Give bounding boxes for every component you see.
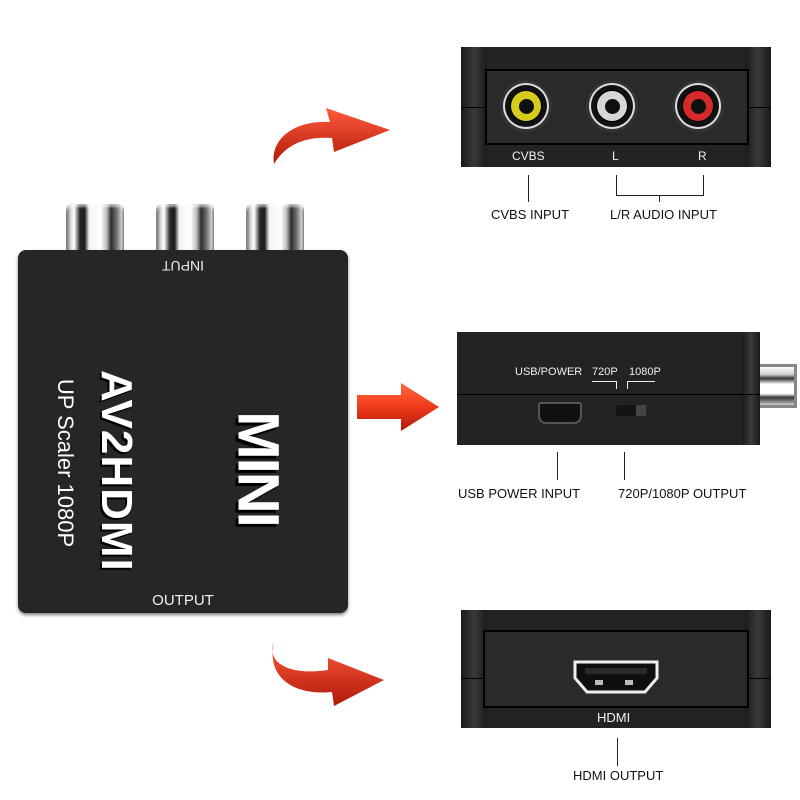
output-label: OUTPUT	[152, 592, 214, 609]
subtitle: UP Scaler 1080P	[53, 378, 78, 548]
usb-switch-panel: USB/POWER 720P 1080P	[457, 332, 760, 445]
av2hdmi-converter: INPUT AV2HDMI UP Scaler 1080P MINI OUTPU…	[18, 250, 348, 613]
cvbs-port	[503, 83, 549, 129]
r-label: R	[698, 149, 707, 163]
switch-720p-label: 720P	[592, 366, 618, 378]
model-name: MINI	[225, 411, 291, 526]
rca-jack-1	[66, 204, 124, 254]
switch-1080p-label: 1080P	[629, 366, 661, 378]
hdmi-output-caption: HDMI OUTPUT	[573, 768, 664, 783]
hdmi-label: HDMI	[597, 710, 631, 725]
audio-left-port	[589, 83, 635, 129]
mini-usb-port	[538, 402, 582, 424]
l-label: L	[612, 149, 619, 163]
input-label: INPUT	[162, 258, 204, 274]
rca-input-panel: CVBS L R	[461, 47, 771, 167]
usb-power-input-caption: USB POWER INPUT	[458, 486, 581, 501]
cvbs-input-caption: CVBS INPUT	[491, 207, 570, 222]
rca-jack-side	[758, 364, 797, 408]
brand-title: AV2HDMI	[92, 370, 141, 572]
hdmi-output-panel: HDMI	[461, 610, 771, 728]
usb-power-label: USB/POWER	[515, 366, 583, 378]
rca-jack-2	[156, 204, 214, 254]
rca-jack-3	[246, 204, 304, 254]
hdmi-port-icon	[573, 660, 659, 694]
curved-arrow-down-icon	[272, 642, 384, 706]
resolution-output-caption: 720P/1080P OUTPUT	[618, 486, 747, 501]
cvbs-label: CVBS	[512, 149, 545, 163]
curved-arrow-up-icon	[273, 108, 390, 164]
resolution-switch[interactable]	[616, 405, 646, 416]
audio-right-port	[675, 83, 721, 129]
straight-arrow-icon	[357, 383, 439, 431]
audio-input-caption: L/R AUDIO INPUT	[610, 207, 717, 222]
